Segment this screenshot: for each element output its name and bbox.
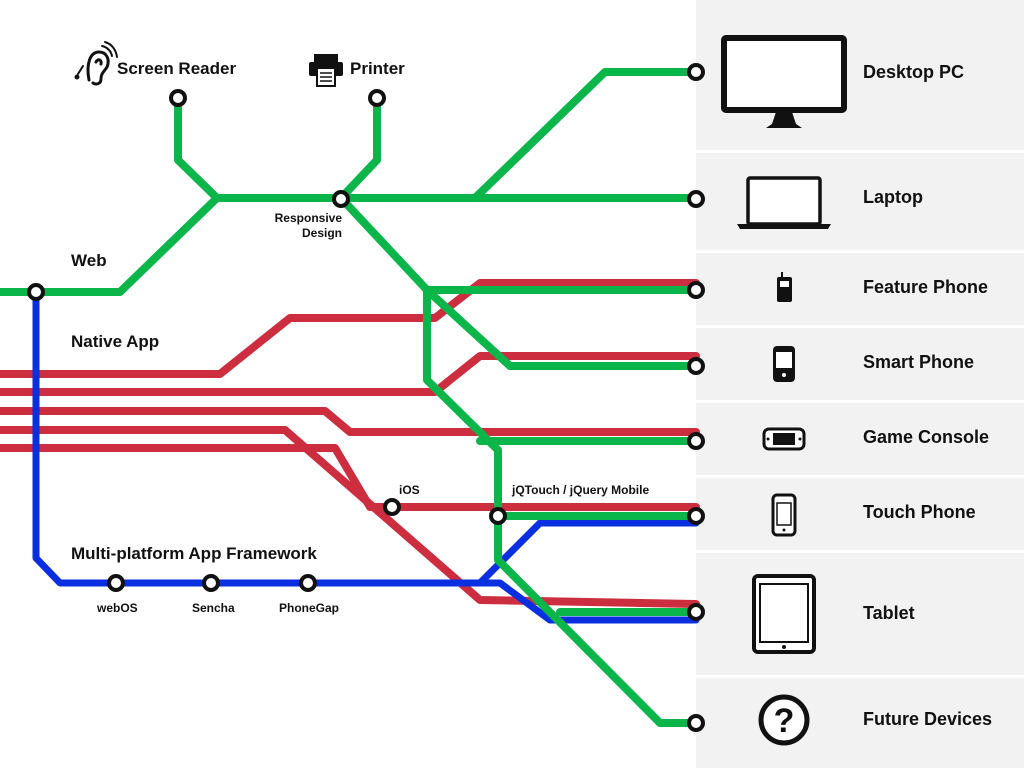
station-sencha[interactable] [202,574,220,592]
question-mark-icon: ? [758,694,810,746]
category-native-label: Native App [71,332,160,351]
touch-phone-icon [771,493,797,537]
device-panel [696,0,1024,768]
station-webos-label: webOS [97,601,138,615]
stations [27,63,705,732]
station-webos[interactable] [107,574,125,592]
row-divider [696,475,1024,478]
row-divider [696,550,1024,553]
ear-icon [74,41,118,86]
station-jqtouch[interactable] [489,507,507,525]
station-sencha-label: Sencha [192,601,235,615]
web-line-main [0,194,700,296]
station-phonegap-label: PhoneGap [279,601,340,615]
station-ios[interactable] [383,498,401,516]
printer-label: Printer [350,59,405,78]
row-divider [696,325,1024,328]
station-printer[interactable] [368,89,386,107]
svg-text:?: ? [774,702,795,740]
row-divider [696,400,1024,403]
device-label-tablet: Tablet [863,603,915,623]
web-lines [0,68,700,727]
laptop-icon [737,176,831,229]
smart-phone-icon [773,346,795,382]
terminal-future-devices[interactable] [687,714,705,732]
row-divider [696,250,1024,253]
row-divider [696,150,1024,153]
terminal-smart-phone[interactable] [687,357,705,375]
station-ios-label: iOS [399,483,420,497]
terminal-laptop[interactable] [687,190,705,208]
device-label-smart-phone: Smart Phone [863,352,975,372]
responsive-line-2: Design [301,226,342,240]
native-line-smart-phone [0,352,700,396]
station-screen-reader[interactable] [169,89,187,107]
station-web-origin[interactable] [27,283,45,301]
screen-reader-label: Screen Reader [117,59,237,78]
printer-icon [309,54,343,87]
device-label-desktop-pc: Desktop PC [863,62,965,82]
station-jqtouch-label: jQTouch / jQuery Mobile [512,483,650,497]
game-console-icon [762,427,806,451]
web-line-screen-reader [174,94,221,202]
device-label-future-devices: Future Devices [863,709,993,729]
device-label-touch-phone: Touch Phone [863,502,976,522]
terminal-tablet[interactable] [687,603,705,621]
terminal-game-console[interactable] [687,432,705,450]
native-line-game-console [0,407,700,436]
terminal-touch-phone[interactable] [687,507,705,525]
native-line-touch-phone [0,444,700,511]
terminal-desktop-pc[interactable] [687,63,705,81]
tablet-icon [752,574,816,654]
category-framework-label: Multi-platform App Framework [71,544,317,563]
web-line-printer [337,94,381,202]
device-label-feature-phone: Feature Phone [863,277,989,297]
station-responsive-label: Responsive Design [262,211,342,241]
native-app-lines [0,279,700,608]
device-label-game-console: Game Console [863,427,990,447]
station-phonegap[interactable] [299,574,317,592]
native-line-feature-phone [0,279,700,378]
station-responsive-design[interactable] [332,190,350,208]
category-web-label: Web [71,251,107,270]
responsive-line-1: Responsive [274,211,342,225]
desktop-pc-icon [721,35,847,128]
framework-line-main [32,288,700,624]
device-label-laptop: Laptop [863,187,923,207]
web-line-desktop [471,68,700,202]
feature-phone-icon [777,272,792,302]
web-line-future [423,286,700,727]
row-divider [696,675,1024,678]
native-line-tablet [0,426,700,608]
terminal-feature-phone[interactable] [687,281,705,299]
